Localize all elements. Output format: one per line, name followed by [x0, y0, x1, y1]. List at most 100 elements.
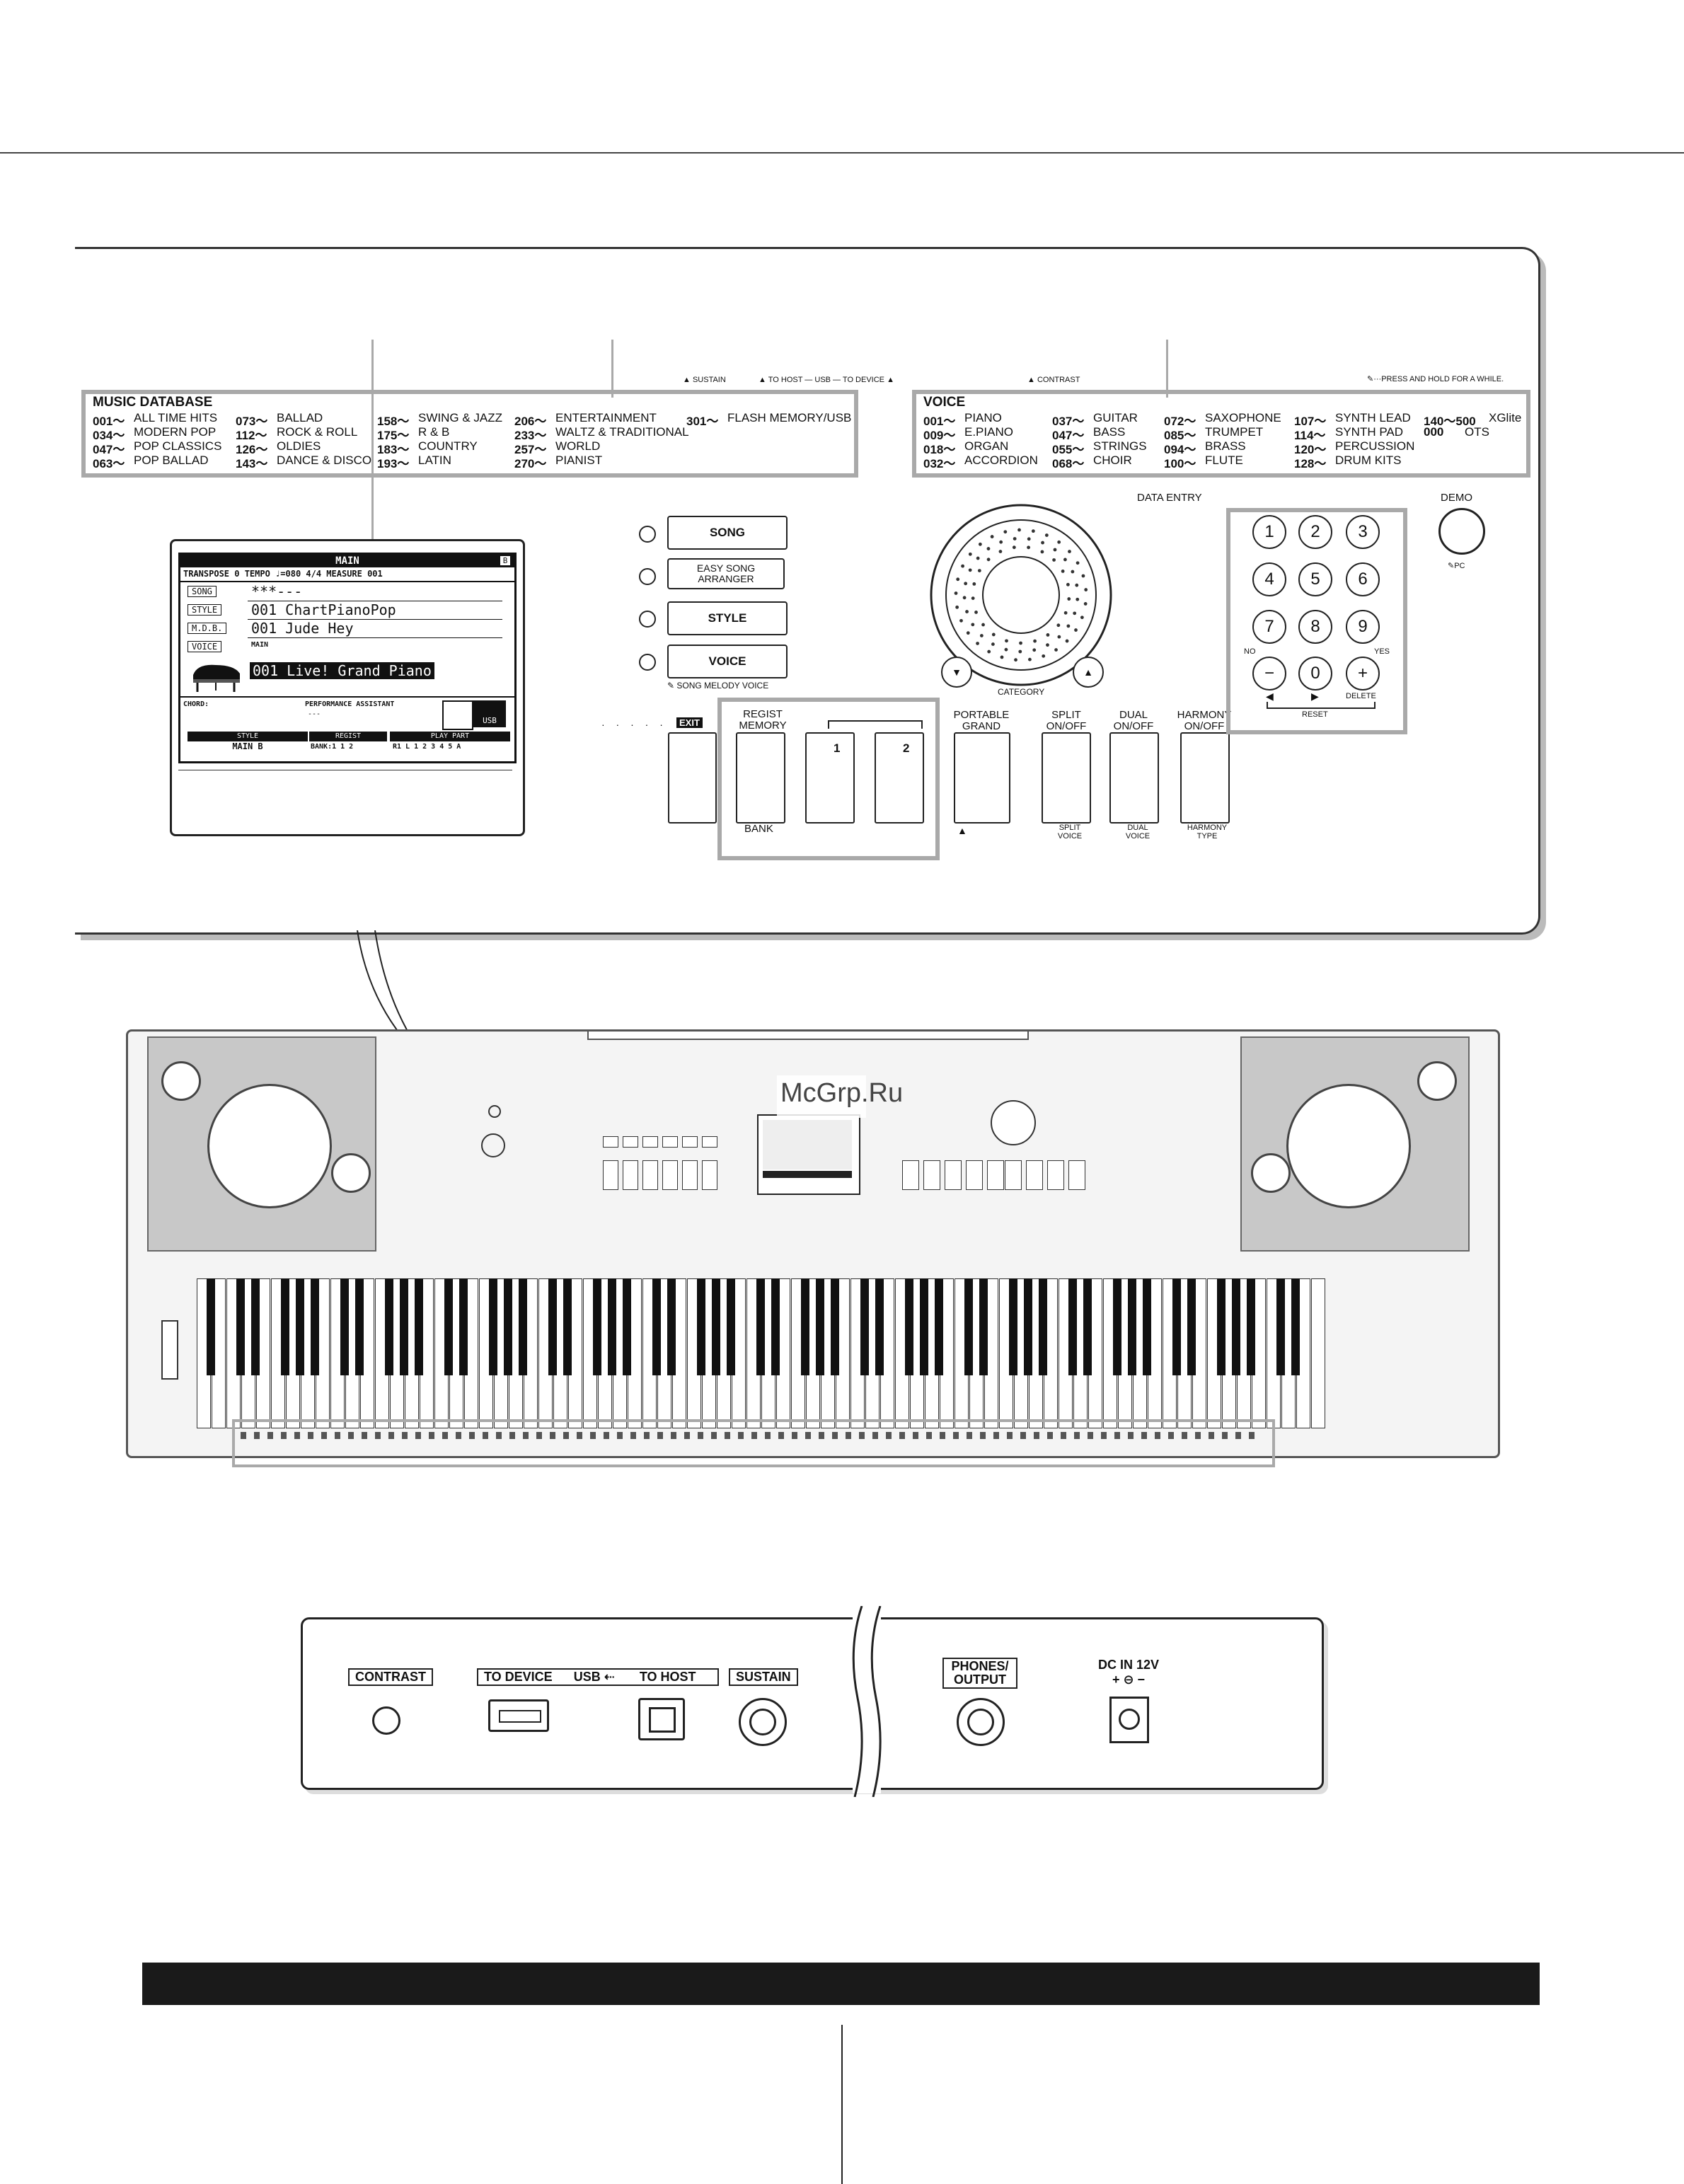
black-key[interactable] — [415, 1278, 423, 1375]
demo-button[interactable] — [1438, 508, 1485, 555]
numpad-key[interactable]: 9 — [1346, 610, 1380, 644]
black-key[interactable] — [251, 1278, 260, 1375]
black-key[interactable] — [905, 1278, 913, 1375]
black-key[interactable] — [964, 1278, 973, 1375]
black-key[interactable] — [712, 1278, 720, 1375]
phones-output-jack[interactable] — [957, 1698, 1005, 1746]
black-key[interactable] — [756, 1278, 765, 1375]
black-key[interactable] — [548, 1278, 557, 1375]
black-key[interactable] — [667, 1278, 676, 1375]
black-key[interactable] — [1217, 1278, 1225, 1375]
numpad-key[interactable]: 5 — [1298, 562, 1332, 596]
black-key[interactable] — [1113, 1278, 1121, 1375]
black-key[interactable] — [831, 1278, 839, 1375]
black-key[interactable] — [801, 1278, 809, 1375]
right-arrow-icon: ▶ — [1311, 691, 1319, 702]
numpad-key[interactable]: 7 — [1252, 610, 1286, 644]
black-key[interactable] — [489, 1278, 497, 1375]
category-up-button[interactable]: ▲ — [1073, 657, 1104, 688]
regist-memory-button[interactable] — [736, 732, 785, 824]
black-key[interactable] — [1172, 1278, 1181, 1375]
black-key[interactable] — [816, 1278, 824, 1375]
split-button[interactable] — [1042, 732, 1091, 824]
numpad-key[interactable]: 2 — [1298, 515, 1332, 549]
numpad-key[interactable]: 4 — [1252, 562, 1286, 596]
left-arrow-icon: ◀ — [1266, 691, 1274, 702]
black-key[interactable] — [311, 1278, 319, 1375]
category-down-button[interactable]: ▼ — [941, 657, 972, 688]
black-key[interactable] — [1187, 1278, 1196, 1375]
black-key[interactable] — [979, 1278, 988, 1375]
black-key[interactable] — [1232, 1278, 1240, 1375]
black-key[interactable] — [1128, 1278, 1136, 1375]
black-key[interactable] — [340, 1278, 349, 1375]
black-key[interactable] — [1143, 1278, 1151, 1375]
contrast-knob[interactable] — [372, 1706, 400, 1735]
black-key[interactable] — [935, 1278, 943, 1375]
black-key[interactable] — [920, 1278, 928, 1375]
easy-song-arranger-button[interactable]: EASY SONG ARRANGER — [667, 558, 785, 589]
regist-2-button[interactable] — [875, 732, 924, 824]
white-key[interactable] — [1311, 1278, 1325, 1428]
black-key[interactable] — [860, 1278, 869, 1375]
list-item-number: 034～ — [93, 429, 125, 442]
black-key[interactable] — [236, 1278, 245, 1375]
mini-panel-button — [702, 1160, 717, 1190]
black-key[interactable] — [296, 1278, 304, 1375]
black-key[interactable] — [652, 1278, 661, 1375]
black-key[interactable] — [1083, 1278, 1092, 1375]
black-key[interactable] — [1247, 1278, 1255, 1375]
black-key[interactable] — [593, 1278, 601, 1375]
black-key[interactable] — [1024, 1278, 1032, 1375]
numpad-key[interactable]: 0 — [1298, 657, 1332, 691]
dual-button[interactable] — [1109, 732, 1159, 824]
black-key[interactable] — [727, 1278, 735, 1375]
portable-grand-button[interactable] — [954, 732, 1010, 824]
black-key[interactable] — [400, 1278, 408, 1375]
lcd-style-foot-value: MAIN B — [232, 741, 263, 751]
black-key[interactable] — [1068, 1278, 1077, 1375]
black-key[interactable] — [623, 1278, 631, 1375]
regist-1-button[interactable] — [805, 732, 855, 824]
style-button[interactable]: STYLE — [667, 601, 788, 635]
usb-to-host-port[interactable] — [638, 1698, 685, 1740]
song-button[interactable]: SONG — [667, 516, 788, 550]
list-item-number: 072～ — [1164, 415, 1196, 428]
numpad-key[interactable]: + — [1346, 657, 1380, 691]
black-key[interactable] — [355, 1278, 364, 1375]
black-key[interactable] — [281, 1278, 289, 1375]
harmony-button[interactable] — [1180, 732, 1230, 824]
dial-dot — [991, 632, 996, 637]
black-key[interactable] — [1009, 1278, 1017, 1375]
black-key[interactable] — [1039, 1278, 1047, 1375]
lcd-performance-assistant: PERFORMANCE ASSISTANT — [305, 700, 395, 708]
numpad-key[interactable]: 1 — [1252, 515, 1286, 549]
numpad-key[interactable]: 3 — [1346, 515, 1380, 549]
numpad-key[interactable]: − — [1252, 657, 1286, 691]
black-key[interactable] — [563, 1278, 572, 1375]
black-key[interactable] — [697, 1278, 705, 1375]
exit-button[interactable] — [668, 732, 717, 824]
black-key[interactable] — [385, 1278, 393, 1375]
data-entry-dial[interactable] — [925, 499, 1117, 691]
black-key[interactable] — [504, 1278, 512, 1375]
black-key[interactable] — [207, 1278, 215, 1375]
black-key[interactable] — [519, 1278, 527, 1375]
black-key[interactable] — [1276, 1278, 1285, 1375]
numpad-key[interactable]: 8 — [1298, 610, 1332, 644]
dial-dot — [1004, 647, 1008, 652]
black-key[interactable] — [459, 1278, 468, 1375]
usb-to-device-port[interactable] — [488, 1699, 549, 1732]
sustain-jack[interactable] — [739, 1698, 787, 1746]
mini-panel-button — [902, 1160, 919, 1190]
mini-panel-button — [1026, 1160, 1043, 1190]
dc-in-jack[interactable] — [1109, 1697, 1149, 1743]
black-key[interactable] — [875, 1278, 884, 1375]
numpad-key[interactable]: 6 — [1346, 562, 1380, 596]
black-key[interactable] — [444, 1278, 453, 1375]
black-key[interactable] — [1291, 1278, 1300, 1375]
black-key[interactable] — [608, 1278, 616, 1375]
voice-button[interactable]: VOICE — [667, 645, 788, 678]
dial-dot — [1017, 528, 1021, 532]
black-key[interactable] — [771, 1278, 780, 1375]
